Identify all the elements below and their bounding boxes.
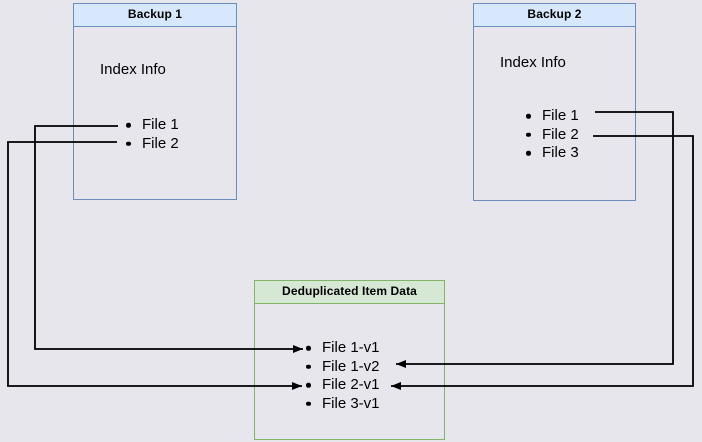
file-item: File 2 — [123, 135, 179, 154]
dedup-title: Deduplicated Item Data — [255, 281, 444, 304]
backup2-index-info-label: Index Info — [500, 54, 566, 71]
file-item: File 1 — [523, 107, 579, 126]
backup1-index-info-label: Index Info — [100, 61, 166, 78]
file-item: File 1-v2 — [303, 358, 380, 377]
backup1-title: Backup 1 — [74, 4, 236, 27]
file-item: File 2 — [523, 126, 579, 145]
file-item: File 3-v1 — [303, 395, 380, 414]
backup2-title: Backup 2 — [474, 4, 635, 27]
file-item: File 3 — [523, 144, 579, 163]
file-item: File 1-v1 — [303, 339, 380, 358]
file-item: File 1 — [123, 116, 179, 135]
file-item: File 2-v1 — [303, 376, 380, 395]
